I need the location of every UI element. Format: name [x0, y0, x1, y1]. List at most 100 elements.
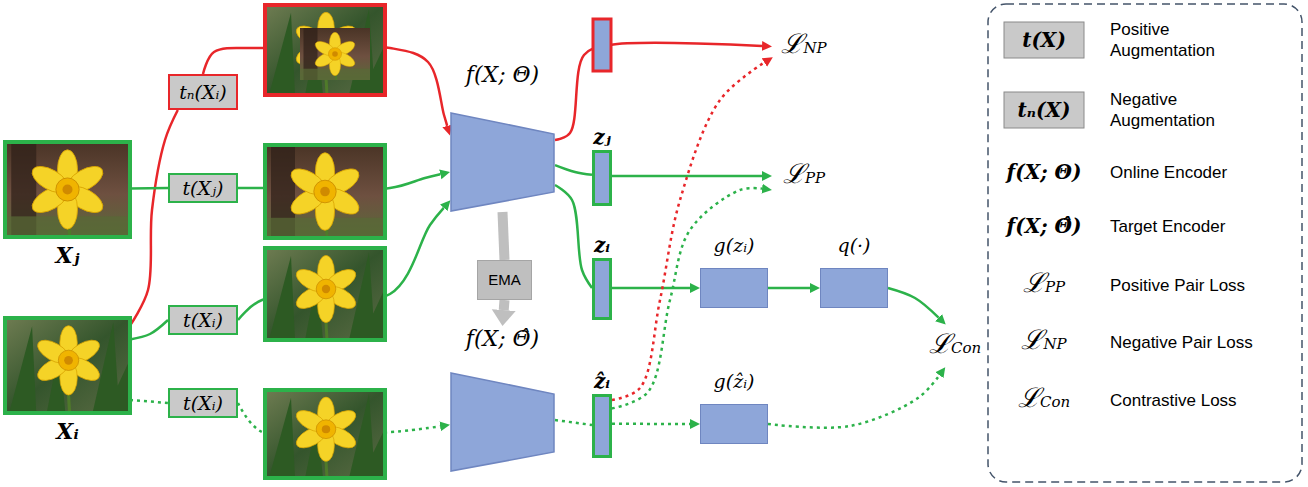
augmentation-box: t(Xᵢ)	[168, 388, 238, 418]
legend-text: Online Encoder	[1110, 162, 1295, 183]
connector	[768, 287, 810, 290]
connector	[130, 400, 168, 403]
legend-symbol: tₙ(X)	[1018, 97, 1071, 123]
node-label: zⱼ	[593, 124, 611, 150]
node-label: ẑᵢ	[594, 368, 610, 394]
node-label: EMA	[488, 267, 521, 293]
encoder-shape	[450, 112, 555, 212]
legend-entry: Contrastive Loss	[1110, 390, 1295, 411]
legend-entry: Positive Augmentation	[1110, 19, 1240, 61]
symbol-text: tₙ(X)	[1018, 98, 1071, 122]
legend-entry: Online Encoder	[1110, 162, 1295, 183]
bar-shape	[592, 394, 612, 458]
connector	[130, 320, 168, 339]
ema-box: EMA	[477, 260, 532, 300]
legend-text: Target Encoder	[1110, 216, 1295, 237]
connector	[503, 212, 505, 260]
augmented-photo	[265, 248, 385, 340]
legend-symbol: f(X; Θ)	[1007, 159, 1082, 185]
projector-box: g(zᵢ)	[700, 232, 768, 308]
box-shape	[700, 268, 768, 308]
node-label: ℒPP	[783, 157, 825, 195]
photo	[5, 142, 130, 237]
node-label: t(Xᵢ)	[183, 390, 223, 416]
connector	[130, 187, 168, 190]
loss-term: ℒPP	[772, 156, 836, 196]
connector	[612, 62, 764, 400]
image-node: Xᵢ	[5, 318, 130, 444]
bar-shape	[592, 150, 612, 206]
legend-symbol: f(X; Θ̂)	[1007, 213, 1082, 239]
connector	[555, 43, 762, 140]
legend-entry: Positive Pair Loss	[1110, 275, 1295, 296]
node-label: f(X; Θ)	[466, 62, 539, 88]
connector	[888, 288, 939, 318]
image-node: Xⱼ	[5, 142, 130, 268]
projector-box: g(ẑᵢ)	[700, 368, 768, 444]
legend-entry: Negative Augmentation	[1110, 89, 1240, 131]
augmentation-box: t(Xⱼ)	[168, 173, 238, 203]
box-shape	[820, 268, 888, 308]
connector	[555, 185, 592, 288]
trapezoid	[450, 112, 555, 212]
legend-symbol: ℒCon	[1018, 381, 1070, 419]
node-label: ℒCon	[929, 327, 981, 365]
legend-text: Positive Pair Loss	[1110, 275, 1295, 296]
legend-symbol: t(X)	[1022, 27, 1066, 53]
connector	[612, 175, 762, 178]
legend-text: Positive Augmentation	[1110, 19, 1240, 61]
loss-term: ℒNP	[772, 26, 836, 66]
node-label: f(X; Θ̂)	[466, 326, 539, 352]
node-label: Xⱼ	[56, 242, 80, 268]
photo	[5, 318, 130, 413]
legend-text: Negative Augmentation	[1110, 89, 1240, 131]
legend-sample-box	[1004, 22, 1084, 58]
node-label: t(Xⱼ)	[182, 175, 223, 201]
embedding-bar: zⱼ	[592, 124, 612, 206]
connector	[555, 165, 592, 175]
negative-embedding-bar	[593, 19, 611, 71]
predictor-box: q(·)	[820, 232, 888, 308]
symbol-text: ℒNP	[1021, 323, 1066, 361]
node-label: t(Xᵢ)	[183, 307, 223, 333]
augmented-photo	[265, 390, 385, 478]
node-label: ℒNP	[781, 27, 826, 65]
augmentation-box: t(Xᵢ)	[168, 305, 238, 335]
negative-augmentation-box: tₙ(Xᵢ)	[168, 74, 238, 110]
node-label: tₙ(Xᵢ)	[179, 79, 227, 105]
negative-augmented-photo	[265, 5, 385, 95]
trapezoid-outline	[451, 113, 554, 211]
bar-shape	[592, 258, 612, 320]
node-label: g(zᵢ)	[714, 232, 755, 258]
symbol-text: f(X; Θ)	[1007, 160, 1082, 184]
trapezoid-outline	[451, 373, 554, 471]
loss-term: ℒCon	[926, 324, 984, 368]
legend-sample-box	[1004, 92, 1084, 128]
node-label: q(·)	[837, 232, 870, 258]
legend-text: Contrastive Loss	[1110, 390, 1295, 411]
connector	[612, 287, 690, 290]
connector	[555, 420, 592, 425]
connector	[130, 110, 178, 326]
node-label: zᵢ	[594, 232, 610, 258]
legend-entry: Negative Pair Loss	[1110, 332, 1295, 353]
legend-frame	[988, 4, 1302, 482]
connector	[499, 300, 510, 310]
legend-entry: Target Encoder	[1110, 216, 1295, 237]
connector	[612, 423, 690, 426]
symbol-text: ℒPP	[1023, 266, 1065, 304]
node-label: g(ẑᵢ)	[714, 368, 755, 394]
connector	[768, 375, 939, 427]
augmented-photo	[265, 145, 385, 238]
symbol-text: t(X)	[1022, 28, 1066, 52]
legend-text: Negative Pair Loss	[1110, 332, 1295, 353]
node-label: Xᵢ	[56, 418, 78, 444]
embedding-bar: ẑᵢ	[592, 368, 612, 458]
online-encoder: f(X; Θ)	[450, 62, 555, 212]
symbol-text: f(X; Θ̂)	[1007, 214, 1082, 238]
legend-symbol: ℒNP	[1021, 323, 1066, 361]
embedding-bar: zᵢ	[592, 232, 612, 320]
box-shape	[700, 404, 768, 444]
symbol-text: ℒCon	[1018, 381, 1070, 419]
